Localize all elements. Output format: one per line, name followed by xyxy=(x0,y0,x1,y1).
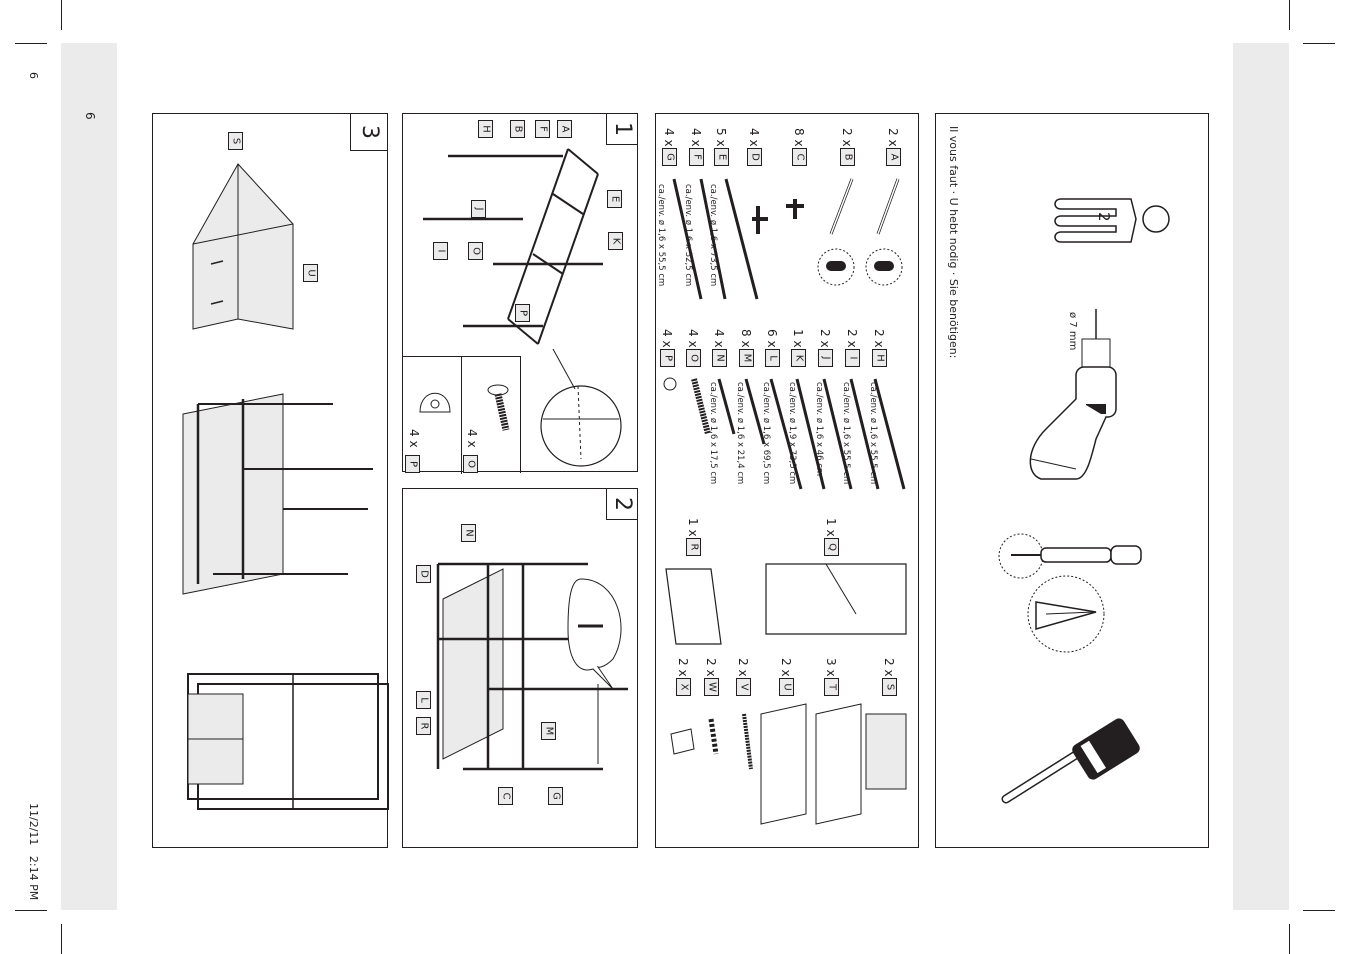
part-label-D: D xyxy=(747,148,762,166)
step2-label-C: C xyxy=(498,787,513,805)
step1-label-J: J xyxy=(471,200,486,218)
drill-size: ø 7 mm xyxy=(1067,312,1078,351)
part-label-X: X xyxy=(676,678,691,696)
crop-mark xyxy=(1289,924,1290,954)
step2-label-N: N xyxy=(461,524,476,542)
step3-number-box: 3 xyxy=(350,113,388,151)
step2-diagram xyxy=(436,562,628,771)
inset-o-qty: 4 x xyxy=(465,429,479,448)
step1-number-box: 1 xyxy=(606,113,638,145)
drill-icon xyxy=(1029,309,1117,480)
part-label-W: W xyxy=(704,678,719,696)
part-label-U: U xyxy=(779,678,794,696)
step1-label-F: F xyxy=(535,120,550,138)
hammer-icon xyxy=(1001,718,1140,804)
inset-divider xyxy=(461,357,462,474)
step1-label-P: P xyxy=(515,304,530,322)
step1-inset-box: 4 x P 4 x O xyxy=(403,356,521,474)
step2-label-L: L xyxy=(416,691,431,709)
step3-label-U: U xyxy=(303,264,318,282)
inset-p-label: P xyxy=(405,455,420,473)
part-label-N: N xyxy=(712,349,727,367)
step1-label-I: I xyxy=(433,242,448,260)
tools-heading: Il vous faut · U hebt nodig · Sie benöti… xyxy=(947,126,960,359)
step1-diagram xyxy=(423,148,622,467)
step1-label-K: K xyxy=(608,232,623,250)
tools-panel: Il vous faut · U hebt nodig · Sie benöti… xyxy=(935,113,1209,848)
part-label-B: B xyxy=(840,148,855,166)
part-label-Q: Q xyxy=(824,538,839,556)
step2-label-M: M xyxy=(541,722,556,740)
slug-number: 6 xyxy=(27,72,40,79)
slug-date: 11/2/11 2:14 PM xyxy=(27,803,40,901)
left-margin-band xyxy=(61,43,117,910)
parts-panel: 2 xA2 xB8 xC4 xD5 xEca./env. ø 1,6 x 73,… xyxy=(655,113,919,848)
part-label-O: O xyxy=(686,349,701,367)
persons-count: 2 xyxy=(1095,212,1113,222)
part-label-T: T xyxy=(824,678,839,696)
part-label-I: I xyxy=(845,349,860,367)
step1-label-O: O xyxy=(468,242,483,260)
crop-mark xyxy=(1303,910,1335,911)
part-label-R: R xyxy=(686,538,701,556)
inset-o-label: O xyxy=(463,455,478,473)
step3-label-S: S xyxy=(228,132,243,150)
part-label-G: G xyxy=(662,148,677,166)
part-label-J: J xyxy=(818,349,833,367)
step1-label-E: E xyxy=(607,190,622,208)
part-label-F: F xyxy=(689,148,704,166)
part-label-K: K xyxy=(791,349,806,367)
crop-mark xyxy=(61,924,62,954)
crop-mark xyxy=(15,43,47,44)
cap-icon xyxy=(419,392,451,413)
page-number: 6 xyxy=(83,112,97,120)
part-label-C: C xyxy=(792,148,807,166)
step2-number-box: 2 xyxy=(606,488,638,520)
step2-label-D: D xyxy=(416,565,431,583)
part-label-H: H xyxy=(872,349,887,367)
step1-label-B: B xyxy=(510,120,525,138)
part-label-V: V xyxy=(736,678,751,696)
screw-icon xyxy=(487,384,510,431)
crop-mark xyxy=(61,0,62,30)
parts-drawings xyxy=(663,178,907,825)
crop-mark xyxy=(15,910,47,911)
step2-label-R: R xyxy=(416,717,431,735)
part-label-E: E xyxy=(714,148,729,166)
step1-label-H: H xyxy=(478,120,493,138)
step2-label-G: G xyxy=(548,787,563,805)
crop-mark xyxy=(1303,43,1335,44)
two-persons-icon xyxy=(1054,198,1170,243)
right-margin-band xyxy=(1233,43,1289,910)
step3-diagram xyxy=(182,163,389,810)
step3-panel: 3 S U xyxy=(152,113,389,848)
part-label-S: S xyxy=(882,678,897,696)
part-label-P: P xyxy=(660,349,675,367)
step1-label-A: A xyxy=(557,120,572,138)
part-label-M: M xyxy=(739,349,754,367)
inset-p-qty: 4 x xyxy=(407,429,421,448)
part-label-A: A xyxy=(886,148,901,166)
part-label-L: L xyxy=(765,349,780,367)
screwdriver-icon xyxy=(998,533,1142,653)
crop-mark xyxy=(1289,0,1290,30)
